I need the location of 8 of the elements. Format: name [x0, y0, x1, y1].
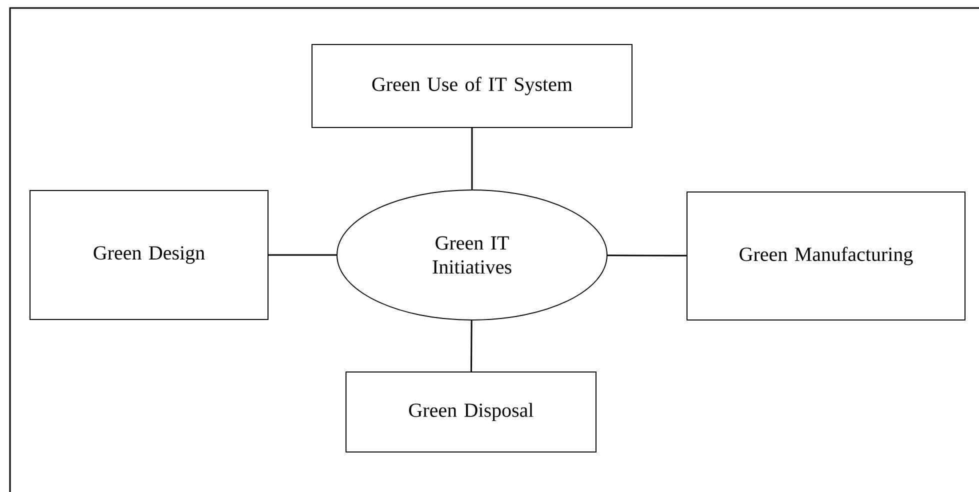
process-box: Green Manufacturing	[686, 192, 966, 320]
connector-line	[268, 254, 336, 256]
process-box: Green Use of IT System	[312, 44, 632, 128]
connector-line	[471, 128, 473, 190]
connector-line	[470, 320, 472, 372]
process-box: Green Design	[30, 190, 269, 320]
connector-line	[608, 254, 686, 256]
process-box: Green Disposal	[346, 372, 596, 452]
